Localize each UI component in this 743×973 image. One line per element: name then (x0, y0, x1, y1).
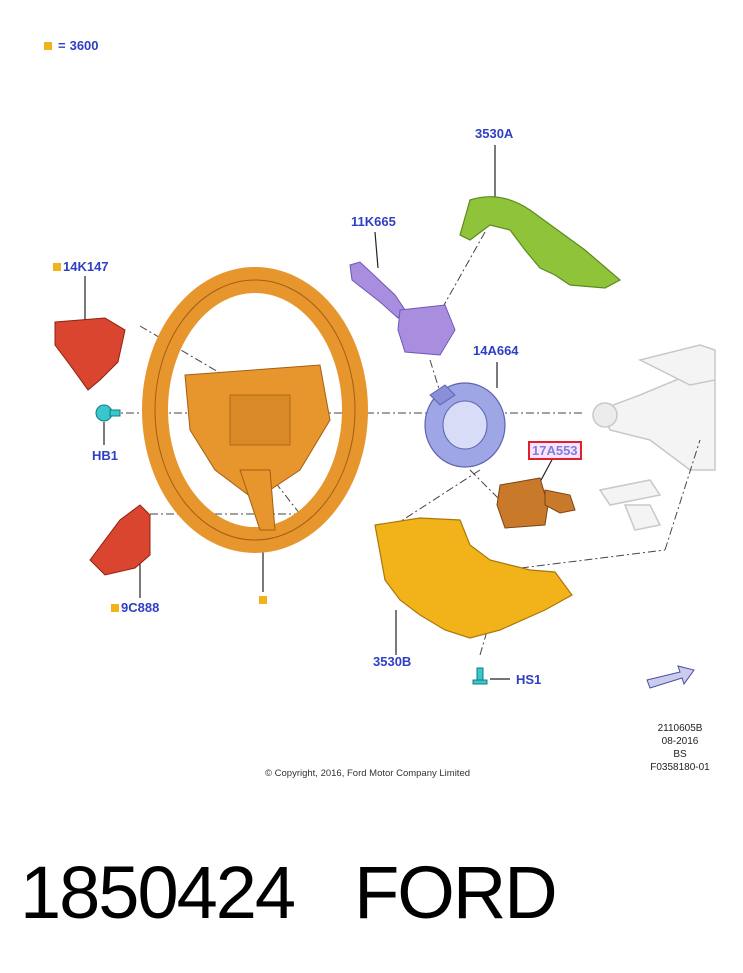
label-14K147-text: 14K147 (63, 259, 109, 274)
label-9C888-text: 9C888 (121, 600, 160, 615)
hs1-screw-part (472, 667, 488, 685)
front-direction-arrow (646, 665, 695, 689)
label-17A553: 17A553 (528, 441, 582, 460)
meta-line-4: F0358180-01 (650, 762, 710, 773)
left-switch-upper-part (54, 317, 126, 391)
copyright-notice: © Copyright, 2016, Ford Motor Company Li… (265, 768, 471, 779)
meta-line-2: 08-2016 (661, 736, 699, 747)
label-HS1: HS1 (516, 672, 542, 687)
hb1-bolt-part (95, 404, 121, 422)
lower-shroud-part (374, 517, 573, 639)
steering-column-drawing (592, 344, 716, 531)
meta-line-1: 2110605B (657, 723, 703, 734)
label-11K665: 11K665 (351, 214, 396, 229)
label-9C888: 9C888 (111, 600, 159, 615)
meta-line-3: BS (673, 749, 687, 760)
label-HB1: HB1 (92, 448, 119, 463)
upper-shroud-part (459, 196, 622, 289)
steering-wheel-part (142, 267, 368, 553)
legend: =3600 (44, 38, 99, 53)
left-switch-lower-part (89, 504, 151, 576)
wiper-switch-part (496, 477, 576, 529)
label-3530B: 3530B (373, 654, 412, 669)
brand-name: FORD (354, 851, 558, 934)
drawing-meta: 2110605B 08-2016 BS F0358180-01 (645, 722, 715, 774)
part-number: 1850424 (20, 851, 296, 934)
label-14K147: 14K147 (53, 259, 109, 274)
label-14A664: 14A664 (473, 343, 519, 358)
legend-value: 3600 (69, 38, 99, 53)
label-14K147-marker (53, 263, 61, 271)
multifunction-switch-part (349, 261, 456, 356)
legend-swatch (44, 42, 52, 50)
callout-lines (84, 145, 555, 680)
label-9C888-marker (111, 604, 119, 612)
wheel-3600-marker (259, 596, 267, 604)
part-caption: 1850424 FORD (20, 850, 558, 935)
label-3530A: 3530A (475, 126, 514, 141)
clockspring-part (424, 382, 506, 468)
